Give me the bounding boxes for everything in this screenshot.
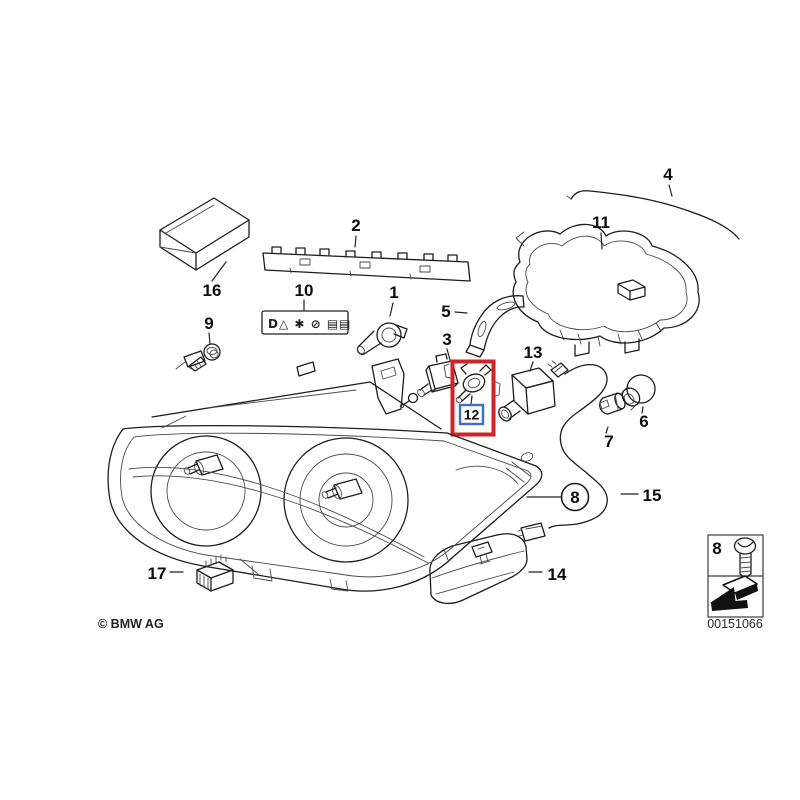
part-1-bulb[interactable]: 1 xyxy=(356,283,408,355)
part-6-bulb-socket[interactable]: 6 xyxy=(619,374,656,431)
diagram-number: 00151066 xyxy=(707,617,763,631)
part-10-info-plate[interactable]: D△ ✱ ⊘ ▤▤ 10 xyxy=(261,281,352,335)
part-7-bulb[interactable]: 7 xyxy=(599,392,627,451)
part-3-adjuster-motor[interactable]: 3 xyxy=(400,330,459,408)
legend-item-number: 8 xyxy=(712,539,721,558)
callout-10[interactable]: 10 xyxy=(295,281,314,300)
callout-13[interactable]: 13 xyxy=(524,343,543,362)
callout-7[interactable]: 7 xyxy=(604,432,613,451)
callout-16[interactable]: 16 xyxy=(203,281,222,300)
plate-symbols: D△ ✱ ⊘ ▤▤ xyxy=(268,317,352,331)
callout-14[interactable]: 14 xyxy=(548,565,567,584)
part-12-bulb-highlighted[interactable]: 12 xyxy=(443,359,501,437)
callout-1[interactable]: 1 xyxy=(389,283,398,302)
part-4-wire-rod[interactable]: 4 xyxy=(566,165,740,240)
part-16-box[interactable]: 16 xyxy=(159,197,250,300)
highlight-label-border xyxy=(458,403,485,426)
screw-icon xyxy=(733,537,757,579)
highlight-label-12[interactable]: 12 xyxy=(458,403,485,426)
callout-11[interactable]: 11 xyxy=(592,213,610,232)
callout-15[interactable]: 15 xyxy=(643,486,662,505)
part-13-socket[interactable]: 13 xyxy=(496,343,556,423)
highlight-box xyxy=(450,359,496,437)
callout-8[interactable]: 8 xyxy=(570,488,579,507)
part-2-bracket-strip[interactable]: 2 xyxy=(262,216,471,282)
part-15-cable[interactable]: 15 xyxy=(517,360,662,542)
callout-12[interactable]: 12 xyxy=(464,407,480,423)
copyright-text: © BMW AG xyxy=(98,617,164,631)
part-14-cover-cap[interactable]: 14 xyxy=(429,533,567,605)
part-17-connector-module[interactable]: 17 xyxy=(148,554,234,592)
callout-2[interactable]: 2 xyxy=(351,216,360,235)
callout-4[interactable]: 4 xyxy=(663,165,673,184)
part-11-cover[interactable]: 11 xyxy=(512,213,700,357)
callout-6[interactable]: 6 xyxy=(639,412,648,431)
legend-box: 8 xyxy=(707,534,764,618)
callout-9[interactable]: 9 xyxy=(204,314,213,333)
callout-17[interactable]: 17 xyxy=(148,564,167,583)
callout-3[interactable]: 3 xyxy=(442,330,451,349)
part-9-screw[interactable]: 9 xyxy=(188,314,221,372)
removal-direction-arrow-icon xyxy=(710,575,758,611)
callout-5[interactable]: 5 xyxy=(441,302,450,321)
callout-8-circled[interactable]: 8 xyxy=(526,482,590,512)
part-5-holder-bracket[interactable]: 5 xyxy=(441,295,525,358)
headlight-assembly[interactable] xyxy=(107,349,543,592)
